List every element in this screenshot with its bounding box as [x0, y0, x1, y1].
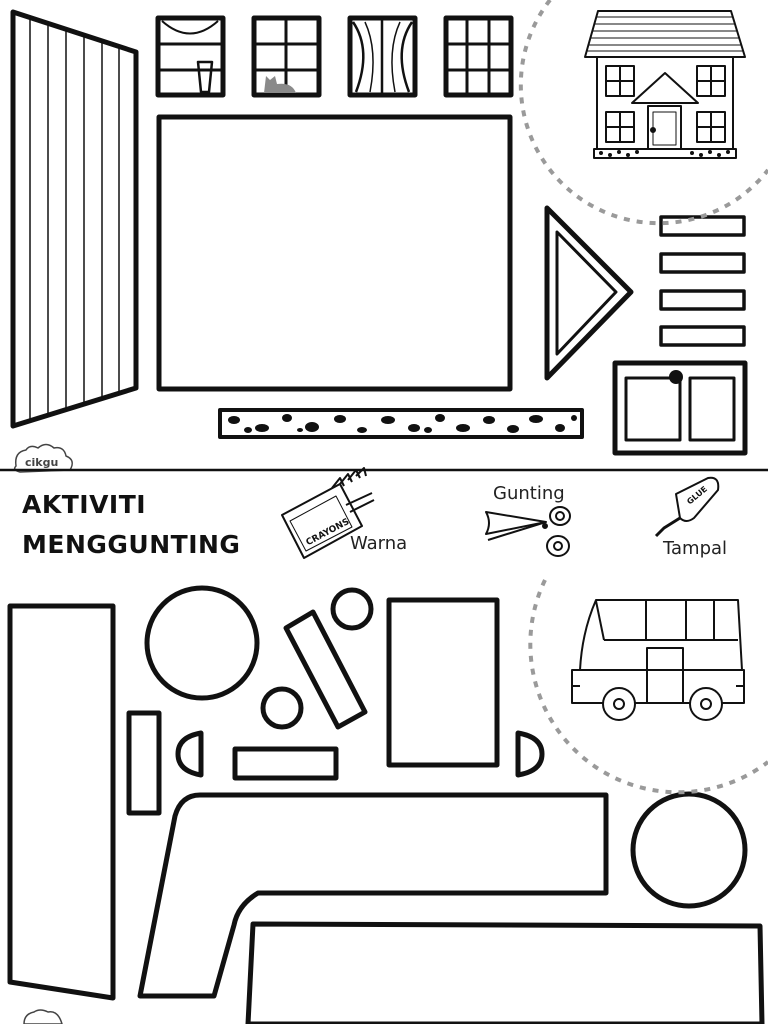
tall-panel-shape: [7, 603, 116, 1001]
roof-panel-shape: [10, 9, 139, 429]
svg-text:cikgu: cikgu: [25, 456, 58, 469]
wheel-circle-shape: [630, 791, 748, 909]
half-circle-shape: [515, 730, 545, 778]
bus-picture: [571, 599, 745, 721]
strip-shape: [659, 252, 746, 274]
strip-shape: [659, 325, 746, 347]
dashed-circle: [528, 579, 768, 795]
watermark-logo: cikgu: [13, 443, 73, 473]
bumper-rectangle-shape: [232, 746, 339, 781]
circle-shape: [330, 587, 374, 631]
wall-square-shape: [156, 114, 513, 392]
watermark-logo: [23, 1009, 63, 1024]
stone-foundation-shape: [218, 408, 584, 439]
dashed-circle: [518, 0, 768, 226]
window-grid: [443, 15, 514, 98]
tool-label-gunting: Gunting: [493, 483, 565, 504]
window-with-vase: [155, 15, 226, 98]
triangle-shape: [544, 205, 634, 381]
window-with-curtains: [347, 15, 418, 98]
door-shape: [612, 360, 748, 456]
bus-bottom-shape: [245, 921, 765, 1024]
worksheet-title-line1: AKTIVITI: [22, 490, 147, 519]
strip-shape: [659, 215, 746, 237]
house-picture: [584, 10, 746, 159]
small-tall-rectangle-shape: [126, 710, 162, 816]
window-with-cat: [251, 15, 322, 98]
circle-shape: [144, 585, 260, 701]
half-circle-shape: [175, 730, 204, 778]
glue-icon: GLUE: [654, 476, 720, 538]
window-panel-shape: [386, 597, 500, 768]
bus-body-shape: [137, 792, 609, 999]
worksheet-title-line2: MENGGUNTING: [22, 530, 241, 559]
circle-shape: [260, 686, 304, 730]
tool-label-warna: Warna: [350, 533, 408, 554]
strip-shape: [659, 289, 746, 311]
scissors-icon: [485, 506, 571, 557]
tilted-rectangle-shape: [283, 609, 368, 730]
tool-label-tampal: Tampal: [663, 538, 728, 559]
